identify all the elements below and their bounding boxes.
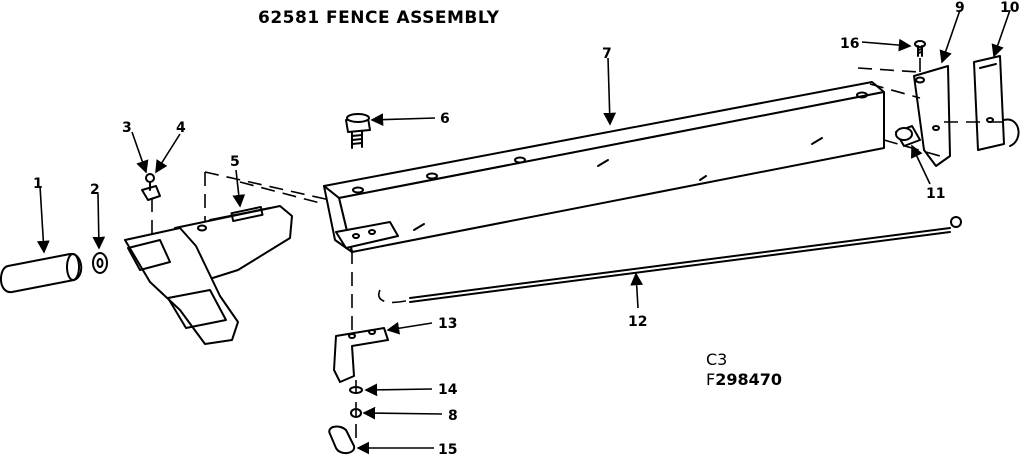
part-label-7: 7 [602,46,612,62]
front-bracket [124,205,293,345]
part-label-4: 4 [176,120,186,136]
part-label-14: 14 [438,382,458,398]
part-label-5: 5 [230,154,240,170]
part-labels: 1 2 3 4 5 6 7 8 9 10 11 12 13 14 15 16 [33,0,1020,458]
drawing-code-number: 298470 [715,370,782,389]
drawing-code-f: F [706,370,716,389]
lower-bracket [333,327,389,383]
part-label-2: 2 [90,182,100,198]
part-label-13: 13 [438,316,457,332]
part-label-15: 15 [438,442,457,458]
part-label-12: 12 [628,314,647,330]
part-label-16: 16 [840,36,859,52]
end-spacer [895,125,921,147]
end-bracket [913,65,951,167]
lower-knob [328,425,356,454]
part-label-11: 11 [926,186,945,202]
washer [92,252,108,274]
latch-clip [141,173,161,201]
drawing-code-row: F298470 [706,370,782,389]
part-label-9: 9 [955,0,965,16]
handle-knob [0,252,83,294]
part-label-6: 6 [440,111,450,127]
part-label-1: 1 [33,176,43,192]
part-label-8: 8 [448,408,458,424]
part-label-3: 3 [122,120,132,136]
end-plate [973,55,1020,151]
top-screw [914,40,926,57]
diagram-title: 62581 FENCE ASSEMBLY [258,8,500,28]
fence-rail [323,81,885,253]
lock-rod [378,216,962,304]
part-label-10: 10 [1000,0,1020,16]
callout-leaders [36,9,1011,455]
bolt [345,113,371,149]
drawing-code-c: C3 [706,350,728,369]
